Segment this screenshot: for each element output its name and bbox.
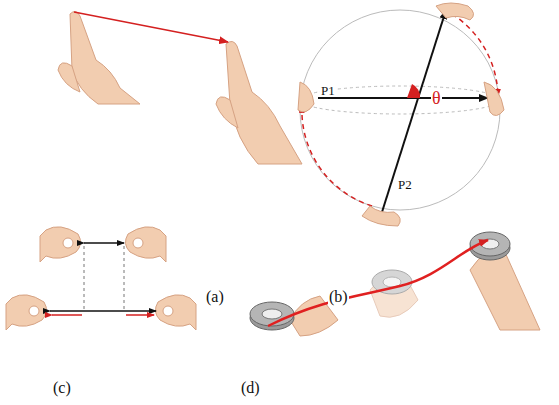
angle-label: θ xyxy=(431,89,442,107)
holding-hand xyxy=(298,3,504,226)
pointing-hand xyxy=(58,11,302,164)
pinch-hand xyxy=(6,227,196,330)
panel-label: (a) xyxy=(205,289,225,305)
tape-roll-hand xyxy=(250,232,540,336)
point-label: P2 xyxy=(397,178,413,191)
point-label: P1 xyxy=(320,84,336,97)
panel-label: (d) xyxy=(240,380,261,396)
panel-label: (c) xyxy=(52,380,72,396)
panel-label: (b) xyxy=(328,289,349,305)
